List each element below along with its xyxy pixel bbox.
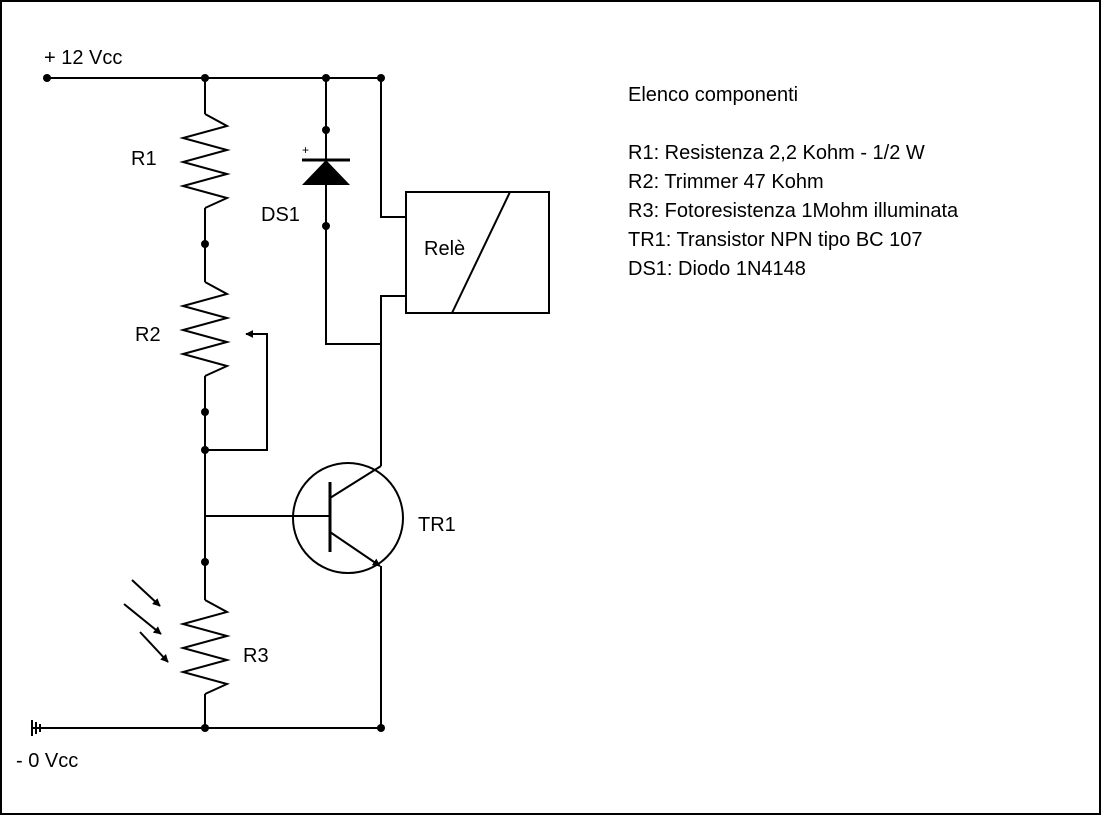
parts-list-item: R3: Fotoresistenza 1Mohm illuminata bbox=[628, 200, 959, 222]
ds1-diode bbox=[302, 78, 381, 345]
parts-list-item: R1: Resistenza 2,2 Kohm - 1/2 W bbox=[628, 142, 925, 164]
r1-label: R1 bbox=[131, 148, 157, 170]
ground-icon bbox=[31, 720, 44, 736]
ds1-label: DS1 bbox=[261, 204, 300, 226]
r2-trimmer bbox=[179, 244, 268, 454]
positive-supply-label: + 12 Vcc bbox=[44, 47, 122, 69]
base-node bbox=[201, 450, 330, 566]
parts-list-item: DS1: Diodo 1N4148 bbox=[628, 258, 806, 280]
light-arrows-icon bbox=[123, 579, 169, 663]
parts-list: Elenco componenti R1: Resistenza 2,2 Koh… bbox=[628, 84, 959, 280]
negative-rail bbox=[44, 724, 385, 732]
negative-supply-label: - 0 Vcc bbox=[16, 750, 78, 772]
parts-list-item: R2: Trimmer 47 Kohm bbox=[628, 171, 824, 193]
r1-resistor bbox=[179, 78, 231, 248]
tr1-transistor bbox=[292, 462, 404, 728]
parts-list-title: Elenco componenti bbox=[628, 84, 798, 106]
tr1-label: TR1 bbox=[418, 514, 456, 536]
r3-photoresistor bbox=[179, 562, 231, 728]
relay-label: Relè bbox=[424, 238, 465, 260]
relay bbox=[380, 78, 550, 466]
parts-list-item: TR1: Transistor NPN tipo BC 107 bbox=[628, 229, 923, 251]
ds1-polarity-mark: + bbox=[302, 143, 309, 157]
r2-label: R2 bbox=[135, 324, 161, 346]
r3-label: R3 bbox=[243, 645, 269, 667]
positive-rail bbox=[43, 74, 385, 82]
